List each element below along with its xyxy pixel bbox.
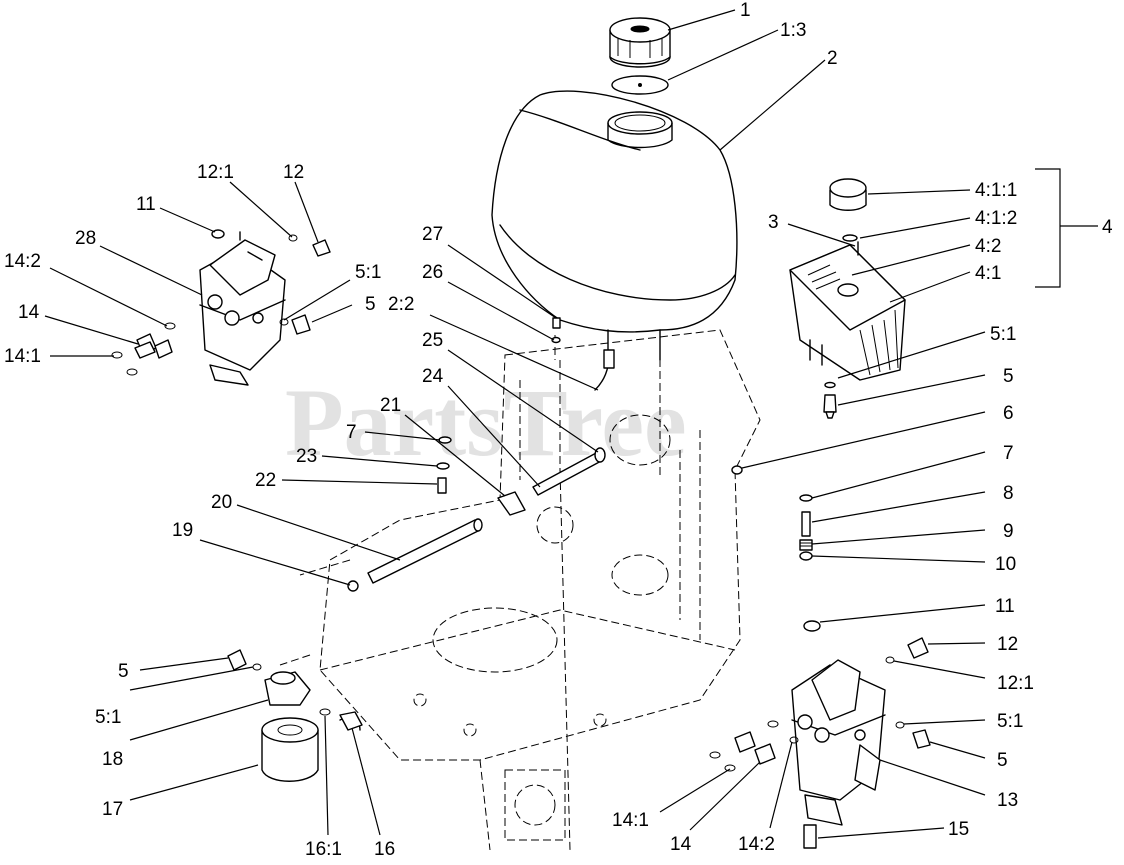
callout-label: 11 — [995, 596, 1015, 617]
callout-label: 12:1 — [997, 673, 1034, 694]
callout-label: 4 — [1102, 217, 1113, 238]
callout-label: 27 — [422, 224, 443, 245]
callout-label: 14 — [670, 834, 692, 855]
callout-label: 1:3 — [780, 20, 806, 41]
reservoir-cap — [829, 178, 867, 211]
callout-label: 11 — [136, 194, 156, 215]
callout-label: 24 — [422, 366, 444, 387]
callout-label: 2:2 — [388, 294, 414, 315]
callout-label: 16:1 — [305, 839, 342, 860]
callout-label: 15 — [948, 819, 969, 840]
callout-label: 13 — [997, 790, 1018, 811]
callout-label: 14:2 — [4, 251, 41, 272]
callout-label: 4:1 — [975, 263, 1001, 284]
callout-label: 5 — [365, 294, 376, 315]
callout-label: 22 — [255, 470, 276, 491]
callout-label: 21 — [380, 395, 401, 416]
callout-label: 2 — [827, 48, 838, 69]
relief-valve-stack — [731, 465, 813, 561]
callout-label: 12 — [997, 634, 1018, 655]
reservoir-oring — [842, 234, 858, 242]
callout-label: 10 — [995, 554, 1016, 575]
callout-label: 4:2 — [975, 236, 1001, 257]
callout-label: 17 — [102, 799, 123, 820]
callout-label: 6 — [1003, 403, 1014, 424]
callout-label: 4:1:1 — [975, 180, 1017, 201]
callout-label: 7 — [1003, 443, 1014, 464]
pump-right-fittings — [709, 620, 931, 849]
callout-label: 14:1 — [4, 346, 41, 367]
callout-label: 18 — [102, 749, 123, 770]
filter-assembly — [227, 649, 363, 782]
callout-label: 25 — [422, 330, 443, 351]
callout-label: 4:1:2 — [975, 208, 1017, 229]
pump-left-fittings — [111, 234, 331, 376]
fuel-tank — [491, 90, 738, 361]
callout-label: 14:2 — [738, 834, 775, 855]
callout-label: 5:1 — [997, 711, 1023, 732]
pump-left — [199, 229, 286, 386]
callout-label: 20 — [211, 492, 232, 513]
callout-label: 5:1 — [95, 707, 121, 728]
callout-label: 12 — [283, 162, 304, 183]
hydraulic-reservoir — [789, 244, 906, 381]
fuel-cap — [609, 17, 671, 68]
callout-labels: 1 1:3 2 3 4 4:1:1 4:1:2 4:2 4:1 5:1 5 6 … — [4, 0, 1113, 860]
callout-label: 14:1 — [612, 810, 649, 831]
callout-label: 23 — [296, 446, 317, 467]
callout-label: 5 — [997, 750, 1008, 771]
callout-label: 7 — [346, 422, 357, 443]
reservoir-fitting — [823, 381, 837, 419]
callout-label: 5:1 — [990, 324, 1016, 345]
callout-label: 16 — [374, 839, 395, 860]
callout-label: 9 — [1003, 521, 1014, 542]
callout-label: 8 — [1003, 483, 1014, 504]
callout-label: 28 — [75, 228, 96, 249]
callout-label: 19 — [172, 520, 193, 541]
callout-label: 12:1 — [197, 162, 234, 183]
callout-label: 1 — [740, 0, 751, 21]
pump-right — [791, 659, 886, 826]
callout-label: 3 — [768, 212, 779, 233]
callout-label: 5 — [118, 661, 129, 682]
callout-label: 5 — [1003, 366, 1014, 387]
leader-lines — [44, 9, 1098, 839]
callout-label: 26 — [422, 262, 443, 283]
callout-label: 14 — [18, 302, 40, 323]
hoses-center — [347, 317, 615, 592]
callout-label: 5:1 — [355, 262, 381, 283]
